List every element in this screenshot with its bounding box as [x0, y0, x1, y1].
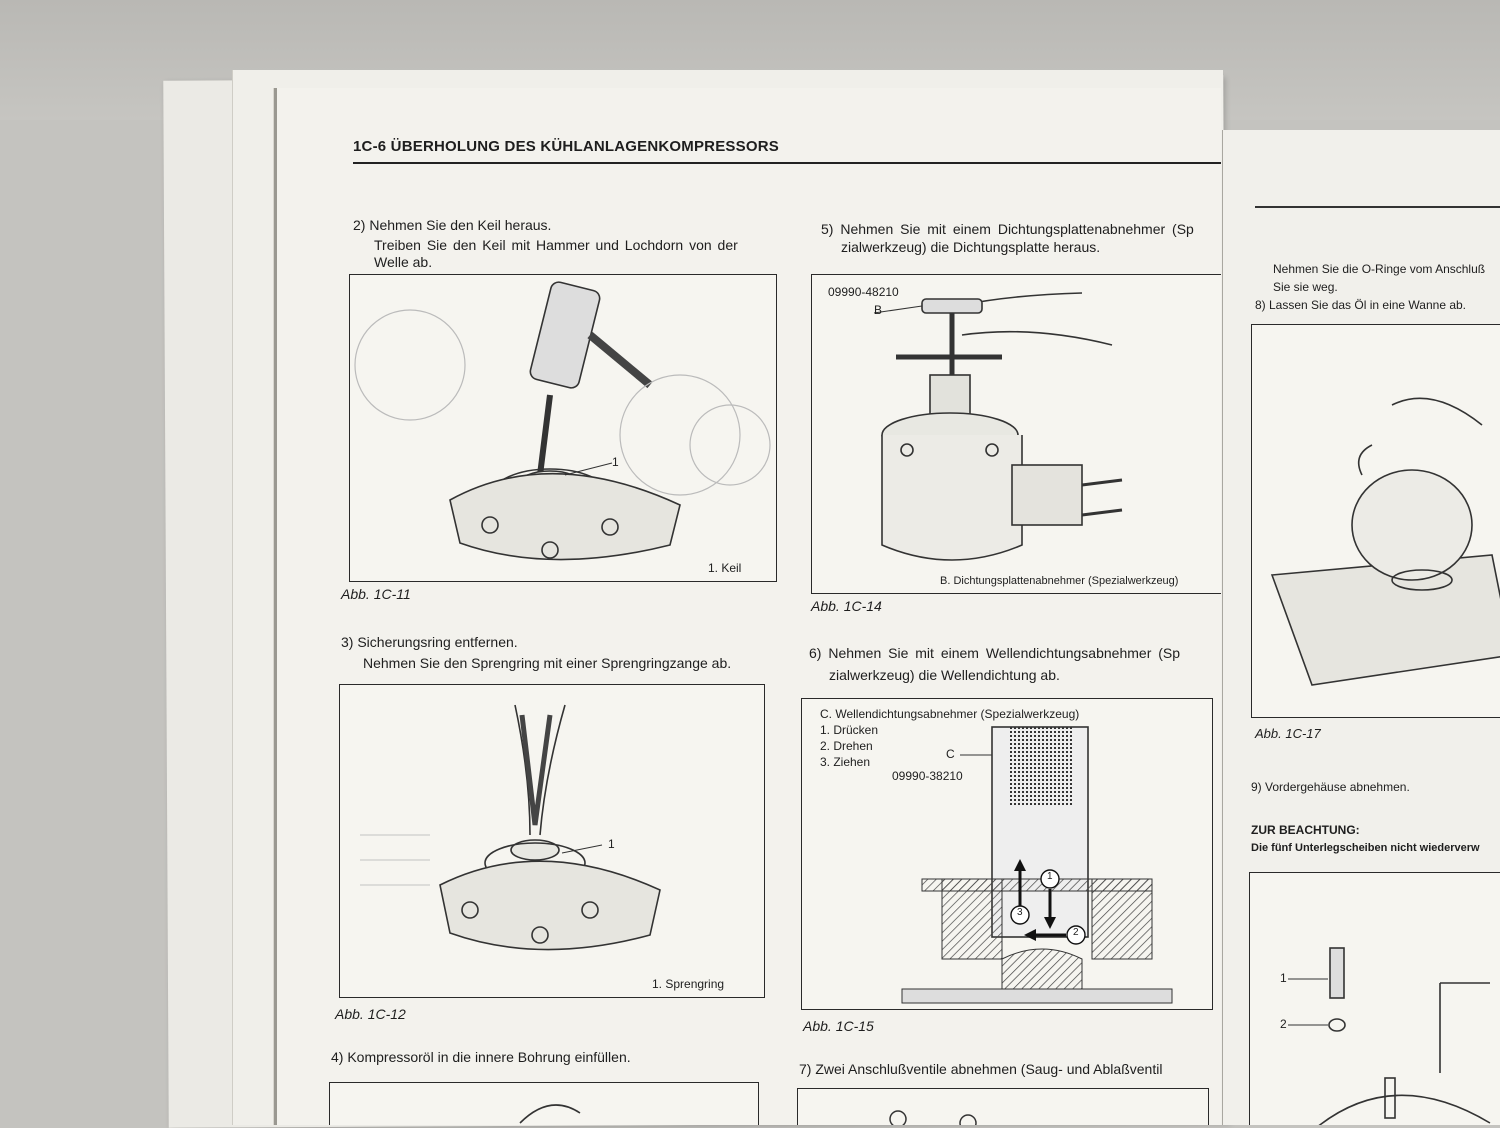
page-header: 1C-6 ÜBERHOLUNG DES KÜHLANLAGENKOMPRESSO…	[353, 138, 779, 155]
figure-next-left	[329, 1082, 759, 1125]
fig14-label-b: B	[874, 303, 883, 317]
step6-title: 6) Nehmen Sie mit einem Wellendichtungsa…	[809, 645, 1181, 661]
fig11-callout: 1	[612, 455, 619, 469]
fig12-legend: 1. Sprengring	[652, 977, 725, 991]
fig14-caption: Abb. 1C-14	[811, 598, 882, 614]
step6-text: zialwerkzeug) die Wellendichtung ab.	[829, 667, 1060, 683]
note-text: Die fünf Unterlegscheiben nicht wiederve…	[1251, 842, 1480, 854]
bolt-washer-illustration	[1288, 947, 1491, 1125]
figure-1c-11: 1 1. Keil	[349, 274, 777, 582]
snap-ring-pliers-illustration	[360, 704, 661, 951]
figure-1c-12: 1 1. Sprengring	[339, 684, 765, 998]
step7-title: 7) Zwei Anschlußventile abnehmen (Saug- …	[799, 1061, 1163, 1077]
step2-text-cont: Welle ab.	[374, 254, 433, 270]
step2-title: 2) Nehmen Sie den Keil heraus.	[353, 217, 552, 233]
right-step9: 9) Vordergehäuse abnehmen.	[1251, 780, 1410, 794]
fig12-caption: Abb. 1C-12	[335, 1006, 406, 1022]
note-title: ZUR BEACHTUNG:	[1251, 823, 1360, 837]
right-page-rule	[1255, 206, 1500, 208]
step5-title: 5) Nehmen Sie mit einem Dichtungsplatten…	[821, 221, 1194, 237]
step3-title: 3) Sicherungsring entfernen.	[341, 634, 518, 650]
fig17-caption: Abb. 1C-17	[1255, 726, 1321, 741]
figure-1c-17	[1251, 324, 1500, 718]
fig15-legend-item-2: 2. Drehen	[820, 739, 873, 753]
right-step8: 8) Lassen Sie das Öl in eine Wanne ab.	[1255, 298, 1467, 312]
manual-page-left: 1C-6 ÜBERHOLUNG DES KÜHLANLAGENKOMPRESSO…	[274, 88, 1221, 1125]
step3-text: Nehmen Sie den Sprengring mit einer Spre…	[363, 655, 732, 671]
seal-plate-remover-illustration	[873, 292, 1123, 561]
fig15-part-no: 09990-38210	[892, 769, 963, 783]
manual-page-right: Nehmen Sie die O-Ringe vom Anschluß Sie …	[1222, 130, 1500, 1125]
fig15-caption: Abb. 1C-15	[803, 1018, 874, 1034]
oil-drain-illustration	[1270, 397, 1500, 686]
fig12-callout: 1	[608, 837, 615, 851]
right-intro-2: Sie sie weg.	[1273, 280, 1338, 294]
right-callout-1: 1	[1280, 971, 1287, 985]
fig14-legend: B. Dichtungsplattenabnehmer (Spezialwerk…	[940, 575, 1179, 587]
fig15-circle-1: 1	[1047, 871, 1053, 882]
step2-text: Treiben Sie den Keil mit Hammer und Loch…	[374, 237, 738, 253]
figure-next-page: 1 2	[1249, 872, 1500, 1125]
step4-title: 4) Kompressoröl in die innere Bohrung ei…	[331, 1049, 631, 1065]
figure-next-right	[797, 1088, 1209, 1125]
fig15-legend-title: C. Wellendichtungsabnehmer (Spezialwerkz…	[820, 707, 1080, 721]
header-rule	[353, 162, 1221, 164]
fig11-legend: 1. Keil	[708, 561, 742, 575]
fig15-circle-2: 2	[1073, 927, 1079, 938]
fig15-label-c: C	[946, 747, 955, 761]
hammer-punch-illustration	[354, 281, 771, 561]
fig15-legend-item-1: 1. Drücken	[820, 723, 879, 737]
step5-text: zialwerkzeug) die Dichtungsplatte heraus…	[841, 239, 1101, 255]
right-callout-2: 2	[1280, 1017, 1287, 1031]
valve-illustration	[889, 1110, 977, 1125]
right-intro-1: Nehmen Sie die O-Ringe vom Anschluß	[1273, 262, 1486, 276]
fig15-legend-item-3: 3. Ziehen	[820, 755, 871, 769]
fig14-part-no: 09990-48210	[828, 285, 899, 299]
figure-1c-14: 09990-48210 B B. Dichtungsplattenabnehme…	[811, 274, 1221, 594]
figure-1c-15: C. Wellendichtungsabnehmer (Spezialwerkz…	[801, 698, 1213, 1010]
fig11-caption: Abb. 1C-11	[341, 586, 411, 602]
fig15-circle-3: 3	[1017, 907, 1023, 918]
oil-can-illustration	[519, 1104, 581, 1124]
shaft-seal-remover-illustration	[901, 726, 1173, 1004]
